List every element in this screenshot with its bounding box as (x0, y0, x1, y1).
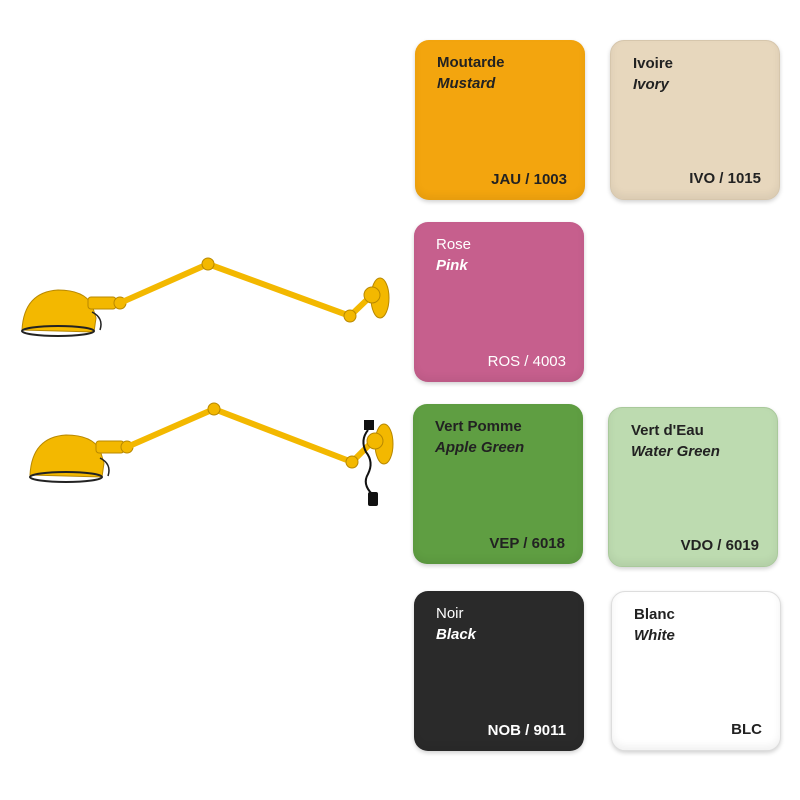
swatch-name-en: Apple Green (435, 439, 525, 456)
swatch-name-en: Mustard (437, 75, 496, 92)
swatch-pink[interactable]: Rose Pink ROS / 4003 (414, 222, 584, 382)
swatch-name-fr: Blanc (634, 606, 675, 623)
swatch-name-en: Water Green (631, 443, 720, 460)
swatch-white[interactable]: Blanc White BLC (611, 591, 781, 751)
swatch-name-en: Ivory (633, 76, 669, 93)
swatch-code: BLC (731, 721, 762, 738)
swatch-code: JAU / 1003 (491, 171, 567, 188)
swatch-name-fr: Ivoire (633, 55, 674, 72)
swatch-name-fr: Vert Pomme (435, 418, 522, 435)
wall-lamp-with-plug-icon (29, 402, 394, 506)
swatch-code: NOB / 9011 (487, 722, 566, 739)
swatch-apple-green[interactable]: Vert Pomme Apple Green VEP / 6018 (413, 404, 583, 564)
swatch-name-en: White (634, 627, 675, 644)
swatch-ivory[interactable]: Ivoire Ivory IVO / 1015 (610, 40, 780, 200)
swatch-name-en: Pink (436, 257, 468, 274)
swatch-name-fr: Rose (436, 236, 472, 253)
wall-lamp-icon (21, 257, 390, 337)
lamp-illustrations (21, 257, 394, 506)
swatch-code: VDO / 6019 (680, 537, 759, 554)
swatch-name-en: Black (436, 626, 477, 643)
swatch-name-fr: Moutarde (437, 54, 505, 71)
swatch-black[interactable]: Noir Black NOB / 9011 (414, 591, 584, 751)
swatch-code: IVO / 1015 (689, 170, 761, 187)
swatch-code: VEP / 6018 (489, 535, 565, 552)
swatch-name-fr: Noir (436, 605, 464, 622)
swatch-code: ROS / 4003 (487, 353, 566, 370)
swatch-water-green[interactable]: Vert d'Eau Water Green VDO / 6019 (608, 407, 778, 567)
swatch-name-fr: Vert d'Eau (631, 422, 704, 439)
swatch-mustard[interactable]: Moutarde Mustard JAU / 1003 (415, 40, 585, 200)
